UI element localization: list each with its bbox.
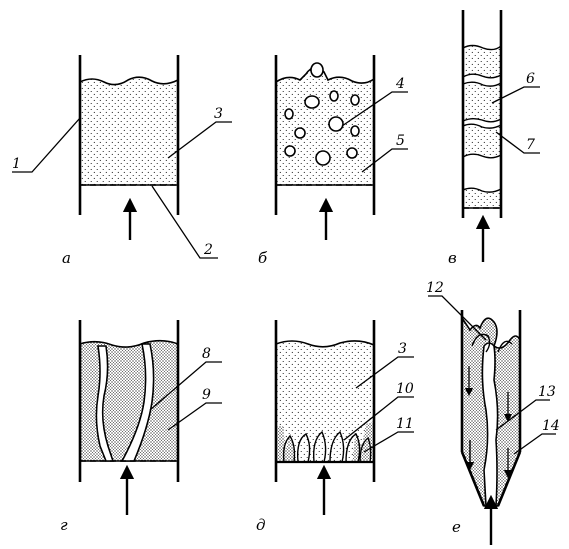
callout-3: 3 <box>214 106 223 122</box>
panel-label-a: а <box>62 249 71 267</box>
bed-fill <box>275 66 375 186</box>
gas-jets <box>282 430 372 463</box>
leader-line <box>151 185 218 259</box>
cone-right <box>496 451 522 507</box>
slug-fill <box>462 187 502 209</box>
leader-line <box>12 117 81 173</box>
callout-13: 13 <box>538 384 556 400</box>
panel-a: 1 3 2 а <box>12 55 232 267</box>
callout-9: 9 <box>202 387 211 403</box>
leader-line <box>167 402 222 431</box>
bubble <box>310 62 324 78</box>
panel-g: 8 9 г <box>60 320 222 534</box>
jet <box>282 434 296 463</box>
panel-b: 4 5 б <box>258 55 408 267</box>
leader-line <box>355 356 414 389</box>
slug-fill <box>462 123 502 159</box>
leader-line <box>363 431 414 453</box>
jet <box>329 430 345 463</box>
callout-7: 7 <box>526 137 535 153</box>
leader-line <box>361 148 408 173</box>
panel-label-d: д <box>256 516 266 534</box>
leader-line <box>495 131 540 154</box>
bubble <box>284 108 294 120</box>
bubble <box>294 127 306 139</box>
callout-12: 12 <box>426 280 444 296</box>
panel-label-e: е <box>452 518 461 536</box>
gas-bubbles <box>284 62 360 166</box>
bubble <box>304 95 320 109</box>
leader-line <box>495 399 550 431</box>
callout-5: 5 <box>396 133 405 149</box>
slug-fill <box>462 44 502 79</box>
panel-label-b: б <box>258 249 268 267</box>
jet <box>345 433 361 463</box>
bed-fill <box>275 340 375 463</box>
panel-v: 6 7 в <box>448 10 540 267</box>
jet-zone <box>276 426 296 462</box>
leader-line <box>491 86 540 104</box>
bubble <box>350 125 360 137</box>
callout-2: 2 <box>203 242 213 258</box>
callout-1: 1 <box>12 156 21 172</box>
callout-14: 14 <box>542 418 560 434</box>
callout-8: 8 <box>202 346 211 362</box>
leader-line <box>513 433 556 455</box>
bubble <box>346 147 358 159</box>
leader-line <box>341 91 408 127</box>
leader-line <box>167 121 232 159</box>
bubble <box>315 150 331 166</box>
jet <box>359 436 372 463</box>
jet <box>312 430 327 463</box>
callout-11: 11 <box>396 416 414 432</box>
bubble <box>284 145 296 157</box>
fountain <box>471 333 491 353</box>
callout-6: 6 <box>526 71 535 87</box>
panel-e: 12 13 14 е <box>426 280 560 545</box>
jet-zone <box>352 422 374 462</box>
bed-fill-dense <box>79 339 179 462</box>
spout-channel <box>481 342 499 507</box>
callout-3: 3 <box>398 341 407 357</box>
panel-label-g: г <box>60 516 68 534</box>
bubble <box>328 116 344 132</box>
callout-10: 10 <box>396 381 414 397</box>
panel-label-v: в <box>448 249 457 267</box>
bubble <box>329 90 339 102</box>
callout-4: 4 <box>395 76 405 92</box>
leader-line <box>149 361 222 411</box>
panel-d: 3 10 11 д <box>256 320 414 534</box>
leader-line <box>343 396 414 441</box>
cone-left <box>460 451 486 507</box>
fountain <box>497 340 513 353</box>
bed-fill <box>79 76 179 186</box>
bubble <box>350 94 360 106</box>
leader-line <box>428 295 487 341</box>
jet <box>296 433 311 463</box>
